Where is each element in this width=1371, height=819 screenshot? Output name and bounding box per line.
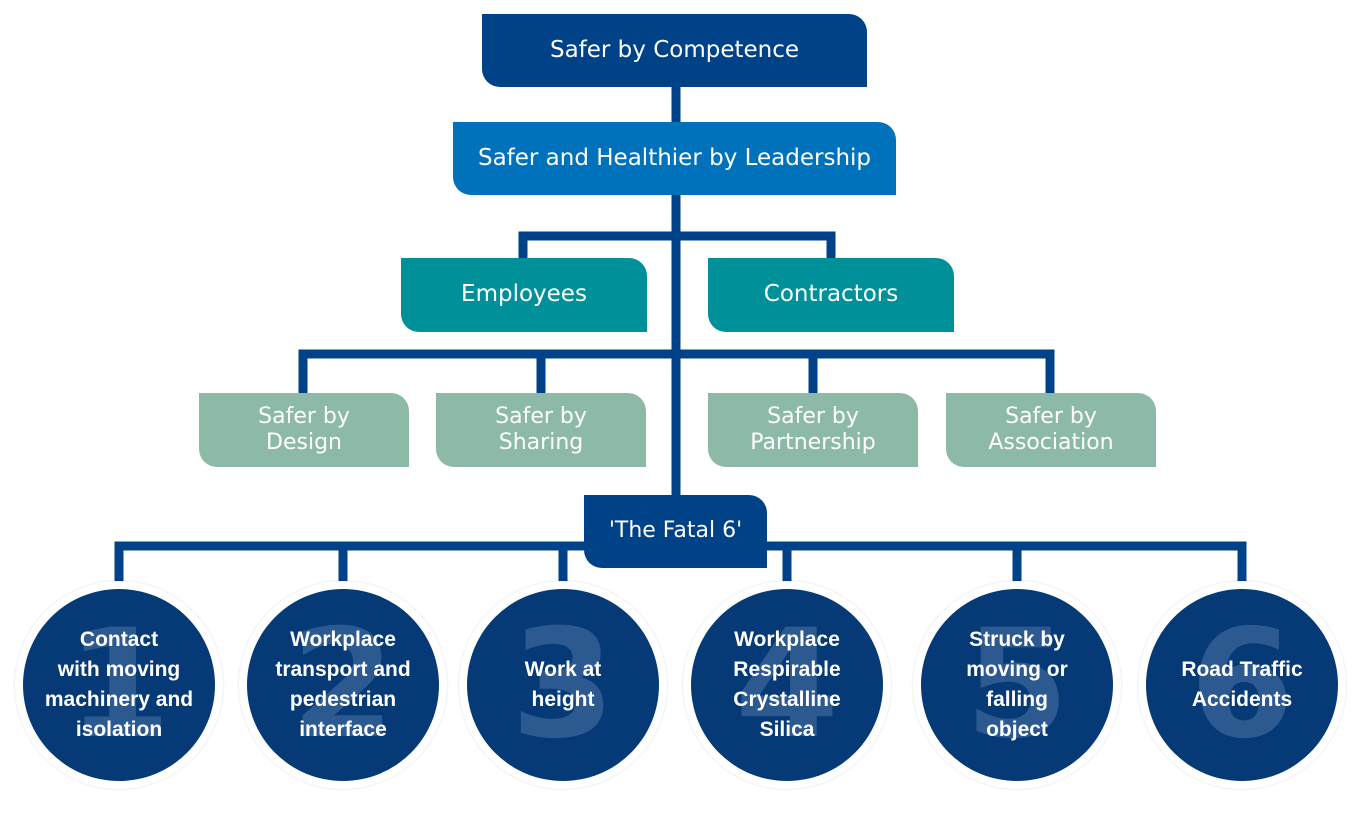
- employees-box: Employees: [401, 258, 647, 332]
- employees-label: Employees: [461, 281, 587, 308]
- risk-label-4: Workplace Respirable Crystalline Silica: [733, 628, 841, 741]
- risk-number-4: 4: [734, 598, 840, 772]
- fatal-six-box: 'The Fatal 6': [584, 495, 767, 568]
- risk-circle-3-inner: 3 Work at height: [467, 589, 659, 781]
- risk-label-3: Work at height: [524, 658, 602, 711]
- pillar-sharing-box: Safer by Sharing: [436, 393, 646, 467]
- pillar-partnership-box: Safer by Partnership: [708, 393, 918, 467]
- risk-circle-1-inner: 1 Contact with moving machinery and isol…: [23, 589, 215, 781]
- risk-number-5: 5: [964, 598, 1070, 772]
- pillar-design-label: Safer by Design: [258, 403, 350, 455]
- contractors-box: Contractors: [708, 258, 954, 332]
- risk-circle-2: 2 Workplace transport and pedestrian int…: [239, 581, 447, 789]
- risk-number-2: 2: [290, 598, 396, 772]
- risk-circle-4: 4 Workplace Respirable Crystalline Silic…: [683, 581, 891, 789]
- leadership-box: Safer and Healthier by Leadership: [453, 122, 896, 195]
- risk-circle-6-inner: 6 Road Traffic Accidents: [1146, 589, 1338, 781]
- pillar-sharing-label: Safer by Sharing: [495, 403, 587, 455]
- risk-circle-6: 6 Road Traffic Accidents: [1138, 581, 1346, 789]
- connector-pillars: [298, 349, 1055, 395]
- risk-circle-5-inner: 5 Struck by moving or falling object: [921, 589, 1113, 781]
- pillar-partnership-label: Safer by Partnership: [750, 403, 876, 455]
- pillar-association-box: Safer by Association: [946, 393, 1156, 467]
- risk-circle-1: 1 Contact with moving machinery and isol…: [15, 581, 223, 789]
- risk-label-2: Workplace transport and pedestrian inter…: [275, 628, 411, 741]
- connector-groups: [518, 231, 836, 260]
- risk-circle-5: 5 Struck by moving or falling object: [913, 581, 1121, 789]
- risk-label-6: Road Traffic Accidents: [1181, 658, 1303, 711]
- leadership-label: Safer and Healthier by Leadership: [477, 144, 872, 171]
- risk-number-3: 3: [510, 598, 616, 772]
- fatal-six-label: 'The Fatal 6': [608, 518, 743, 544]
- root-label: Safer by Competence: [549, 36, 800, 63]
- root-box: Safer by Competence: [482, 14, 867, 87]
- risk-circle-4-inner: 4 Workplace Respirable Crystalline Silic…: [691, 589, 883, 781]
- risk-label-1: Contact with moving machinery and isolat…: [44, 628, 194, 741]
- contractors-label: Contractors: [763, 281, 899, 308]
- pillar-design-box: Safer by Design: [199, 393, 409, 467]
- pillar-association-label: Safer by Association: [988, 403, 1114, 455]
- risk-number-6: 6: [1189, 598, 1295, 772]
- risk-circle-2-inner: 2 Workplace transport and pedestrian int…: [247, 589, 439, 781]
- risk-circle-3: 3 Work at height: [459, 581, 667, 789]
- risk-label-5: Struck by moving or falling object: [966, 628, 1068, 741]
- risk-number-1: 1: [66, 598, 172, 772]
